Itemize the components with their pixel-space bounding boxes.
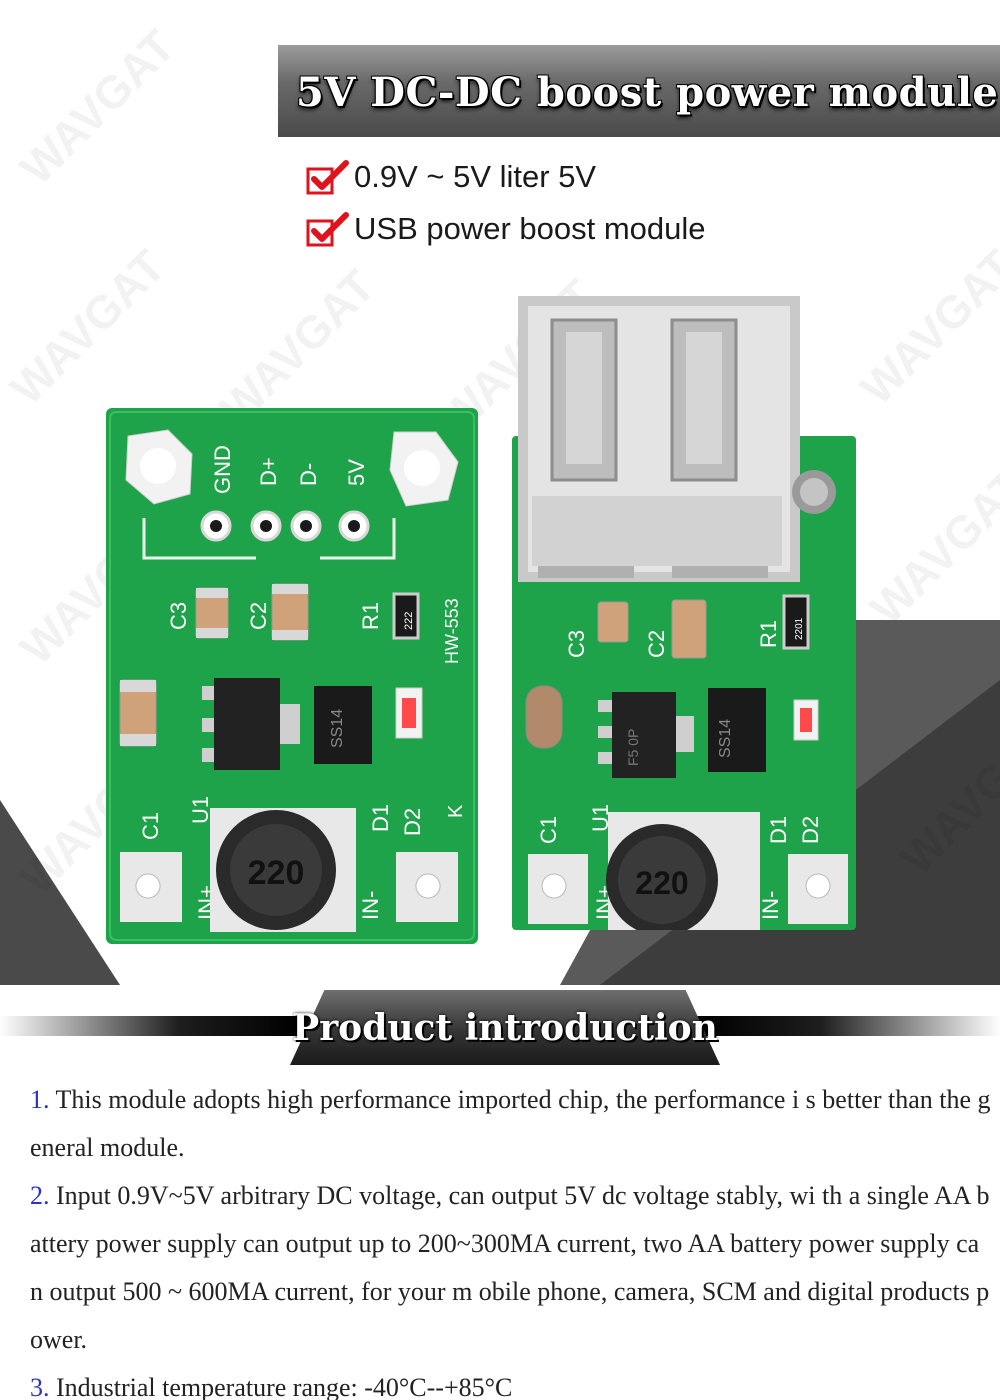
- right-pcb-module-image: C3 C2 R1 C1 U1 D1 D2 IN+ IN- 2201 F5 0P …: [512, 296, 856, 930]
- feature-text: 0.9V ~ 5V liter 5V: [354, 159, 597, 194]
- pcb-board: [106, 408, 478, 944]
- page-title: 5V DC-DC boost power module: [296, 69, 999, 116]
- resistor-code: 222: [403, 612, 415, 630]
- label-d2: D2: [400, 808, 425, 836]
- label-d1: D1: [766, 816, 791, 844]
- section-tab: [290, 990, 720, 1065]
- label-u1: U1: [188, 796, 213, 824]
- label-5v: 5V: [344, 459, 369, 486]
- intro-item: 3. Industrial temperature range: -40°C--…: [30, 1364, 992, 1400]
- intro-number: 2.: [30, 1181, 50, 1210]
- label-d-plus: D+: [256, 457, 281, 486]
- diode-code: SS14: [329, 709, 346, 748]
- feature-item: 0.9V ~ 5V liter 5V: [306, 156, 596, 198]
- label-r1: R1: [756, 620, 781, 648]
- label-c3: C3: [564, 630, 589, 658]
- intro-text: This module adopts high performance impo…: [30, 1085, 991, 1162]
- feature-item: USB power boost module: [306, 208, 706, 250]
- intro-item: 2. Input 0.9V~5V arbitrary DC voltage, c…: [30, 1172, 992, 1364]
- label-gnd: GND: [210, 445, 235, 494]
- label-c3: C3: [166, 602, 191, 630]
- product-hero: WAVGAT WAVGAT WAVGAT WAVGAT WAVGAT WAVGA…: [0, 19, 1000, 985]
- intro-text: Input 0.9V~5V arbitrary DC voltage, can …: [30, 1181, 990, 1354]
- diode-code: SS14: [717, 719, 734, 758]
- intro-item: 1. This module adopts high performance i…: [30, 1076, 992, 1172]
- intro-text: Industrial temperature range: -40°C--+85…: [49, 1373, 513, 1400]
- label-k: K: [445, 804, 467, 818]
- checkmark-icon: [306, 160, 349, 195]
- inductor-code: 220: [248, 854, 305, 892]
- label-d-minus: D-: [296, 463, 321, 486]
- feature-text: USB power boost module: [354, 211, 706, 246]
- background-shape-left: [0, 800, 120, 985]
- resistor-code: 2201: [794, 617, 805, 640]
- left-pcb-module-image: GND D+ D- 5V C3 C2 R1 HW-553 C1 U1 D1 D2…: [106, 408, 478, 944]
- chip-code: F5 0P: [625, 729, 641, 766]
- product-introduction: 1. This module adopts high performance i…: [30, 1076, 992, 1400]
- intro-number: 1.: [30, 1085, 50, 1114]
- label-c1: C1: [138, 812, 163, 840]
- label-d1: D1: [368, 804, 393, 832]
- section-title: Product introduction: [292, 1007, 718, 1049]
- checkmark-icon: [306, 212, 349, 247]
- title-banner: [278, 45, 1000, 137]
- label-in-minus: IN-: [358, 891, 383, 920]
- label-in-minus: IN-: [758, 891, 783, 920]
- label-c2: C2: [644, 630, 669, 658]
- label-d2: D2: [798, 816, 823, 844]
- label-r1: R1: [358, 602, 383, 630]
- inductor-code: 220: [635, 865, 688, 901]
- label-c2: C2: [246, 602, 271, 630]
- label-c1: C1: [536, 816, 561, 844]
- label-hw553: HW-553: [442, 598, 462, 664]
- intro-number: 3.: [30, 1373, 50, 1400]
